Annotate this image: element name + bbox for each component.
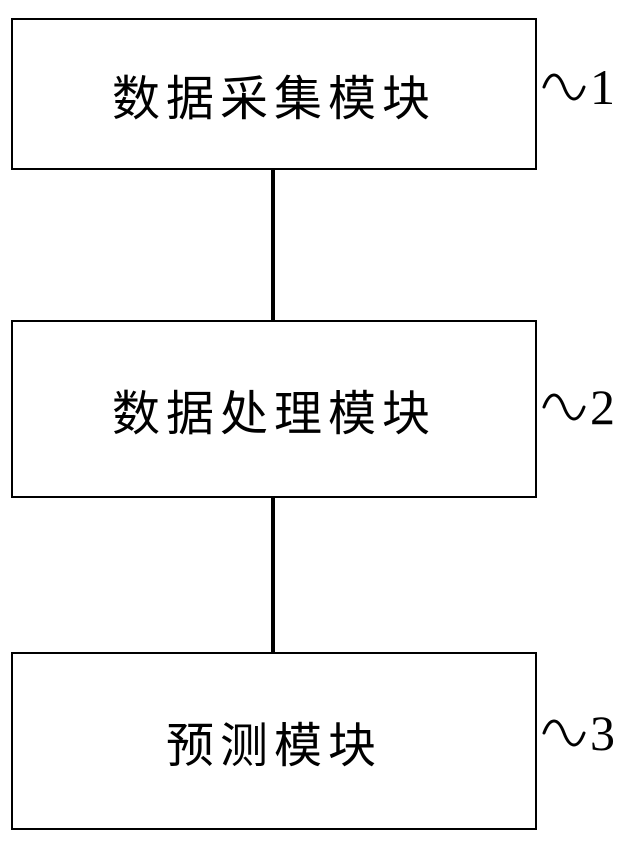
ref-number: 2 [590,379,615,435]
ref-label-1: 1 [542,62,615,112]
module-box-prediction: 预测模块 [11,652,537,830]
module-box-data-processing: 数据处理模块 [11,320,537,498]
module-label: 数据采集模块 [111,73,436,126]
module-box-data-collection: 数据采集模块 [11,18,537,170]
connector-line-1-2 [271,168,275,320]
module-label: 数据处理模块 [111,388,436,441]
ref-number: 3 [590,705,615,761]
module-label: 预测模块 [165,720,382,773]
ref-label-3: 3 [542,708,615,758]
squiggle-icon [542,393,586,421]
connector-line-2-3 [271,496,275,652]
squiggle-icon [542,719,586,747]
squiggle-icon [542,73,586,101]
ref-number: 1 [590,59,615,115]
ref-label-2: 2 [542,382,615,432]
